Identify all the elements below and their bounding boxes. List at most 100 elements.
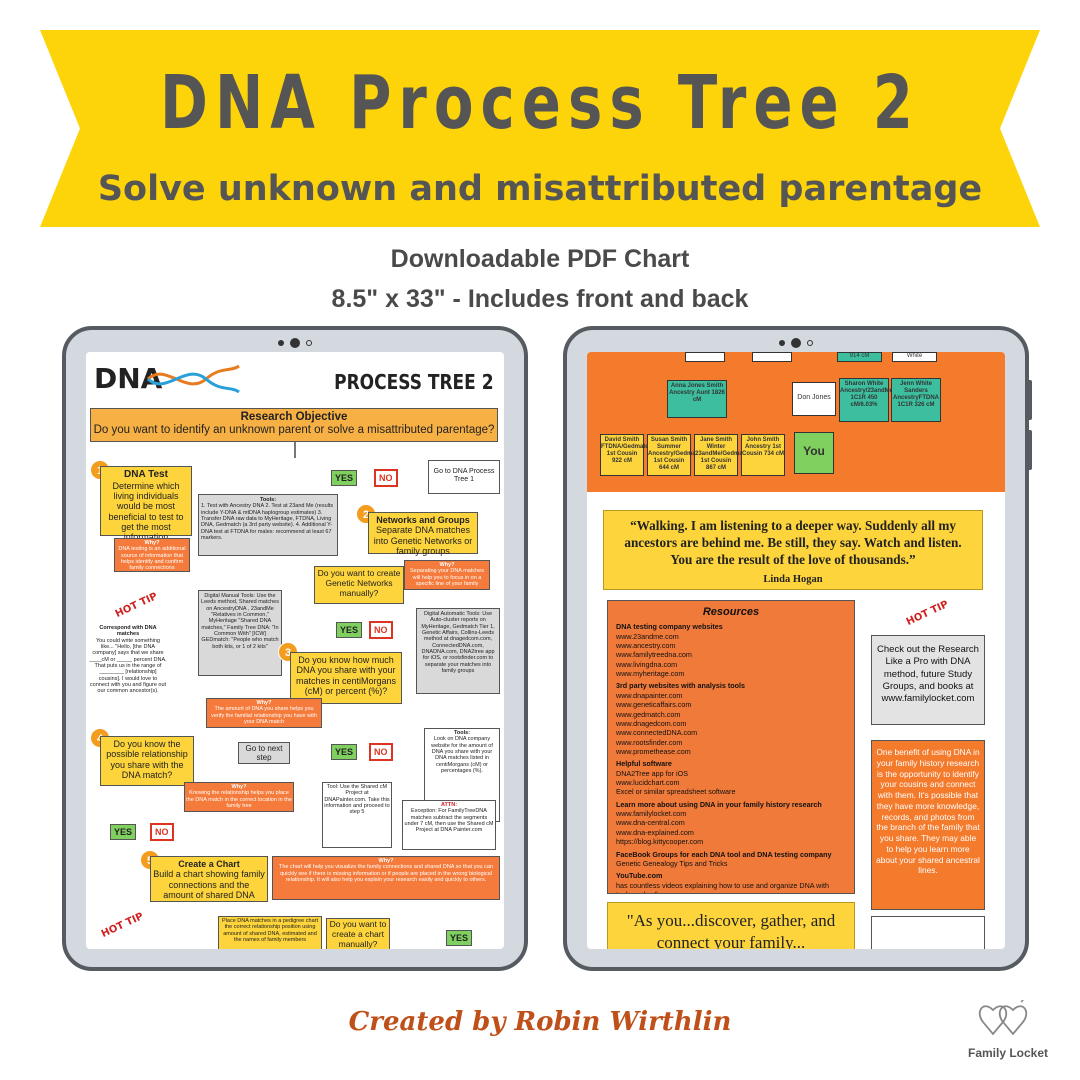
tree-node: 914 cM <box>837 352 882 362</box>
why-label: Why? <box>144 540 160 546</box>
step2-title: Networks and Groups <box>376 515 470 525</box>
resource-heading: DNA testing company websites <box>616 622 723 632</box>
quote-box: “Walking. I am listening to a deeper way… <box>603 510 983 590</box>
why-label: Why? <box>256 700 272 706</box>
attn-text: Exception: For FamilyTreeDNA matches sub… <box>404 808 494 834</box>
question-networks: Do you want to create Genetic Networks m… <box>314 566 404 604</box>
correspond-title: Correspond with DNA matches <box>99 625 157 638</box>
tool4-box: Tool: Use the Shared cM Project at DNAPa… <box>322 782 392 848</box>
step5-title: Create a Chart <box>178 859 240 869</box>
why-text: Knowing the relationship helps you place… <box>186 790 292 809</box>
tools-box: Tools: 1. Test with Ancestry DNA 2. Test… <box>198 494 338 556</box>
resource-items: www.23andme.com www.ancestry.com www.fam… <box>616 631 692 679</box>
step4-question: Do you know the possible relationship yo… <box>100 736 194 786</box>
digital-manual-tools: Digital Manual Tools: Use the Leeds meth… <box>198 590 282 676</box>
dna-helix-icon <box>146 364 240 394</box>
tree-node-john: John Smith Ancestry 1st Cousin 734 cM <box>741 434 785 476</box>
tree-node-you: You <box>794 432 834 474</box>
no-button: NO <box>150 823 174 842</box>
product-format: Downloadable PDF Chart <box>390 245 690 273</box>
networks-why: Why? Separating your DNA matches will he… <box>404 560 490 590</box>
yes-button: YES <box>110 824 137 841</box>
why-text: Separating your DNA matches will help yo… <box>410 568 484 587</box>
tree-node-jenn: Jenn White Sanders AncestryFTDNA 1C1R 32… <box>891 378 941 422</box>
hot-tip-badge: HOT TIP <box>99 910 146 941</box>
tree-node <box>685 352 725 362</box>
yes-button: YES <box>336 622 363 639</box>
brand-name: Family Locket <box>968 1046 1049 1060</box>
hot-tip-badge: HOT TIP <box>904 598 951 629</box>
tools-list: 1. Test with Ancestry DNA 2. Test at 23a… <box>201 503 334 541</box>
resource-items: www.familylocket.com www.dna-central.com… <box>616 809 704 847</box>
step3-question: Do you know how much DNA you share with … <box>290 652 402 704</box>
tree-node-don: Don Jones <box>792 382 836 416</box>
why-label: Why? <box>439 562 455 568</box>
goto-next-step: Go to next step <box>238 742 290 764</box>
step2-text: Separate DNA matches into Genetic Networ… <box>373 525 473 557</box>
hot-tip-badge: HOT TIP <box>113 590 160 621</box>
chart-heading: PROCESS TREE 2 <box>334 370 494 394</box>
check-out-box: Check out the Research Like a Pro with D… <box>871 635 985 725</box>
attn-label: ATTN: <box>440 802 458 808</box>
resource-items: has countless videos explaining how to u… <box>616 880 829 893</box>
why-label: Why? <box>231 784 247 790</box>
why-text: The chart will help you visualize the fa… <box>278 864 493 883</box>
attn-box: ATTN: Exception: For FamilyTreeDNA match… <box>402 800 496 850</box>
step1-title: DNA Test <box>124 469 168 480</box>
no-button: NO <box>369 621 393 640</box>
tree-node-sharon: Sharon White Ancestry/23andMe 1C1R 450 c… <box>839 378 893 422</box>
step1-dna-test: DNA Test Determine which living individu… <box>100 466 192 542</box>
tablet-front: DNA PROCESS TREE 2 Research Objective Do… <box>62 326 528 971</box>
step3-why: Why? The amount of DNA you share helps y… <box>206 698 322 728</box>
family-locket-logo-icon <box>978 1000 1028 1036</box>
tree-node-jane: Jane Smith Winter 23andMe/Gedmatch 1st C… <box>694 434 752 476</box>
tools-label: Tools: <box>259 497 277 503</box>
correspond-text: You could write something like... "Hello… <box>89 637 167 695</box>
yes-button: YES <box>331 470 358 487</box>
tree-node-susan: Susan Smith Summer Ancestry/Gedmatch 1st… <box>647 434 705 476</box>
place-matches-box: Place DNA matches in a pedigree chart th… <box>218 916 322 949</box>
tablet-side-button <box>1027 380 1032 420</box>
step5-why: Why? The chart will help you visualize t… <box>272 856 500 900</box>
resource-items: www.dnapainter.com www.geneticaffairs.co… <box>616 690 698 756</box>
yes-button: YES <box>446 930 473 947</box>
step1-why: Why? DNA testing is an additional source… <box>114 538 190 572</box>
tree-node: White <box>892 352 937 362</box>
tools-label: Tools: <box>453 730 471 736</box>
as-you-quote: "As you...discover, gather, and connect … <box>607 902 855 949</box>
quote-author: Linda Hogan <box>763 574 823 586</box>
illustration-box <box>871 916 985 949</box>
correspond-box: Correspond with DNA matches You could wr… <box>88 624 168 710</box>
benefit-box: One benefit of using DNA in your family … <box>871 740 985 910</box>
resource-heading: FaceBook Groups for each DNA tool and DN… <box>616 849 832 859</box>
no-button: NO <box>374 469 398 488</box>
research-objective-box: Research Objective Do you want to identi… <box>90 408 498 442</box>
tablet-side-button <box>1027 430 1032 470</box>
author-credit: Created by Robin Wirthlin <box>348 1007 732 1037</box>
why-text: The amount of DNA you share helps you ve… <box>211 706 317 725</box>
page-title: DNA Process Tree 2 <box>160 60 920 146</box>
question-chart: Do you want to create a chart manually? <box>326 918 390 949</box>
step4-why: Why? Knowing the relationship helps you … <box>184 782 294 812</box>
objective-title: Research Objective <box>240 411 348 423</box>
front-chart-screen: DNA PROCESS TREE 2 Research Objective Do… <box>86 352 504 949</box>
no-button: NO <box>369 743 393 762</box>
resources-title: Resources <box>702 606 760 618</box>
tree-node-david: David Smith FTDNA/Gedmatch 1st Cousin 92… <box>600 434 652 476</box>
objective-question: Do you want to identify an unknown paren… <box>93 424 495 437</box>
digital-auto-tools: Digital Automatic Tools: Use Auto-cluste… <box>416 608 500 694</box>
step5-text: Build a chart showing family connections… <box>153 869 265 901</box>
resource-items: Genetic Genealogy Tips and Tricks <box>616 858 728 868</box>
tree-node-anna: Anna Jones Smith Ancestry Aunt 1826 cM <box>667 380 727 418</box>
step2-networks: Networks and Groups Separate DNA matches… <box>368 512 478 557</box>
why-label: Why? <box>378 858 394 864</box>
tools3-text: Look on DNA company website for the amou… <box>431 736 493 774</box>
step5-chart: Create a Chart Build a chart showing fam… <box>150 856 268 902</box>
product-size: 8.5" x 33" - Includes front and back <box>331 285 749 313</box>
resource-heading: Learn more about using DNA in your famil… <box>616 799 822 809</box>
step1-text: Determine which living individuals would… <box>108 480 184 543</box>
resource-heading: Helpful software <box>616 759 672 769</box>
goto-tree1-box: Go to DNA Process Tree 1 <box>428 460 500 494</box>
